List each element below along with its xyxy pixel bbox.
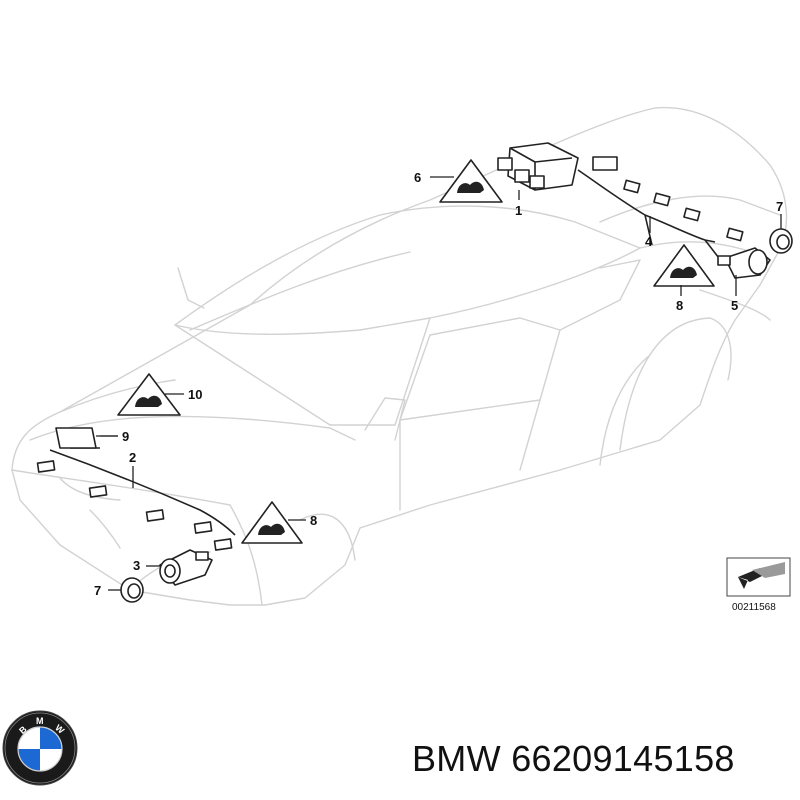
callout-9: 9 xyxy=(122,429,129,444)
svg-text:M: M xyxy=(36,716,44,726)
rear-wiring-harness xyxy=(577,156,744,263)
warning-triangle-10 xyxy=(117,373,181,416)
callout-6: 6 xyxy=(414,170,421,185)
callout-10: 10 xyxy=(188,387,202,402)
callout-labels: 1 2 3 4 5 6 7 7 8 8 9 10 xyxy=(94,170,783,598)
callout-3: 3 xyxy=(133,558,140,573)
warning-triangle-8-rear xyxy=(653,244,715,287)
leader-lines xyxy=(100,176,782,591)
control-unit xyxy=(497,142,579,191)
svg-text:B: B xyxy=(17,724,29,736)
callout-7-front: 7 xyxy=(94,583,101,598)
rear-sensor-ring xyxy=(769,228,793,254)
caption-part-number: 66209145158 xyxy=(511,738,735,779)
callout-5: 5 xyxy=(731,298,738,313)
car-outline xyxy=(11,106,788,606)
bmw-logo: B M W xyxy=(2,710,78,786)
callout-8-rear: 8 xyxy=(676,298,683,313)
caption-brand: BMW xyxy=(412,738,501,779)
callout-7-rear: 7 xyxy=(776,199,783,214)
reference-box: 00211568 xyxy=(726,557,791,613)
callout-4: 4 xyxy=(645,234,653,249)
callout-8-front: 8 xyxy=(310,513,317,528)
front-parking-sensor-wiring xyxy=(36,427,236,551)
warning-triangle-6 xyxy=(439,159,503,203)
warning-triangle-8-front xyxy=(241,501,303,544)
part-caption: BMW 66209145158 xyxy=(412,738,735,780)
callout-2: 2 xyxy=(129,450,136,465)
reference-code: 00211568 xyxy=(732,602,776,613)
front-sensor xyxy=(159,549,213,586)
front-sensor-ring xyxy=(120,577,144,603)
callout-1: 1 xyxy=(515,203,522,218)
rear-sensor xyxy=(717,247,771,279)
